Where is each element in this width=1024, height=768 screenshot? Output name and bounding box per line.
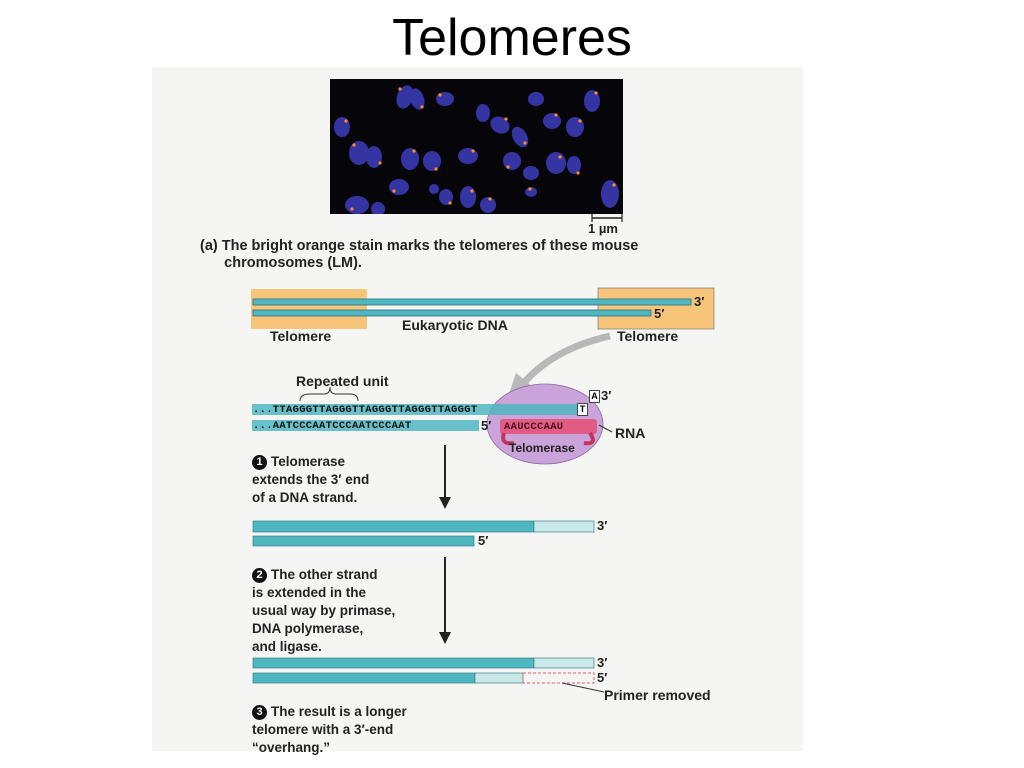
step-3-text: The result is a longer telomere with a 3…: [252, 704, 407, 755]
eukaryotic-dna-label: Eukaryotic DNA: [402, 317, 508, 333]
diagram-graphics: [251, 214, 715, 693]
telomerase-end-5-label: 5′: [481, 418, 492, 433]
telomere-right-box: [597, 287, 715, 330]
nucleotide-a-box: A: [589, 390, 600, 403]
caption-a: (a) The bright orange stain marks the te…: [200, 238, 639, 271]
scale-bar-label: 1 µm: [588, 221, 618, 236]
step-1-text: Telomerase extends the 3′ end of a DNA s…: [252, 454, 370, 505]
telomere-left-label: Telomere: [270, 328, 332, 344]
primer-removed-label: Primer removed: [604, 687, 711, 703]
step-3-number: 3: [252, 705, 267, 720]
step2-end-3-label: 3′: [597, 655, 608, 670]
step-2-text: The other strand is extended in the usua…: [252, 567, 396, 654]
telomere-right-label: Telomere: [617, 328, 679, 344]
figure-panel: 1 µm (a) The bright orange stain marks t…: [152, 67, 803, 755]
telomere-left-box: [251, 289, 367, 329]
bottom-strand-sequence: ...AATCCCAATCCCAATCCCAAT: [253, 420, 412, 432]
slide-title: Telomeres: [392, 9, 632, 67]
step1-end-5-label: 5′: [478, 533, 489, 548]
top-strand-sequence: ...TTAGGGTTAGGGTTAGGGTTAGGGTTAGGGT: [253, 404, 478, 416]
rna-template-sequence: AAUCCCAAU: [504, 421, 564, 433]
chromosome-micrograph: [330, 79, 623, 214]
step1-end-3-label: 3′: [597, 518, 608, 533]
repeated-unit-label: Repeated unit: [296, 373, 389, 389]
step2-end-5-label: 5′: [597, 670, 608, 685]
step-2-number: 2: [252, 568, 267, 583]
dna-end-5-label: 5′: [654, 306, 665, 321]
dna-end-3-label: 3′: [694, 294, 705, 309]
dna-bottom-strand: [252, 309, 652, 317]
nucleotide-t-box: T: [577, 403, 588, 416]
telomerase-label: Telomerase: [509, 441, 575, 455]
rna-label: RNA: [615, 425, 646, 441]
telomerase-end-3-label: 3′: [601, 388, 612, 403]
micrograph-image: [334, 85, 619, 214]
dna-top-strand: [252, 298, 692, 306]
step-1-number: 1: [252, 455, 267, 470]
